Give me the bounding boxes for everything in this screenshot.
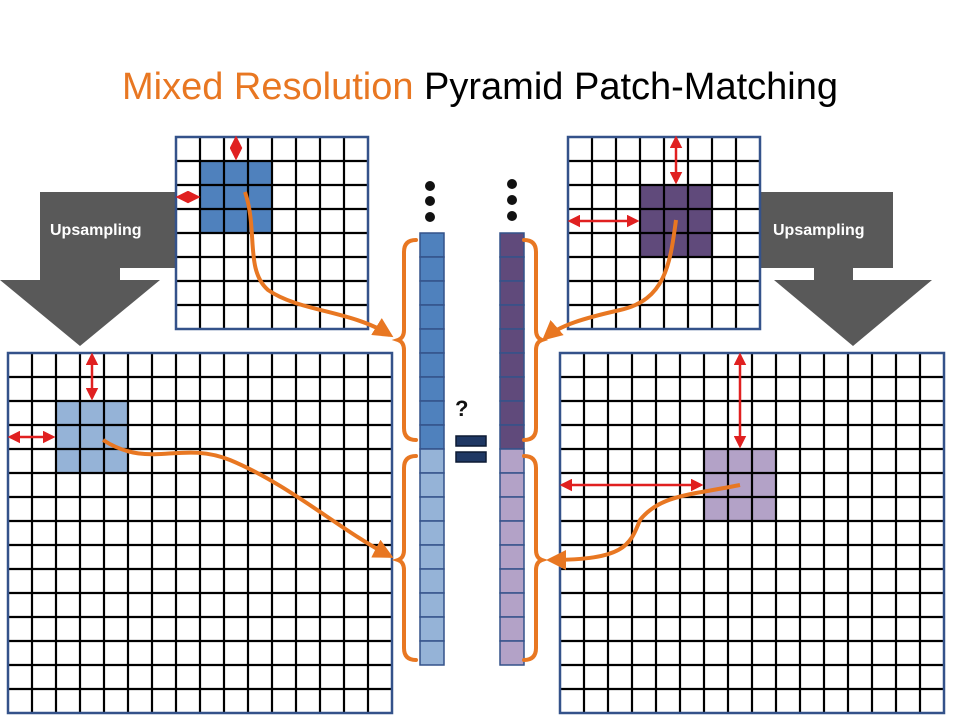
patch-top-left: [200, 161, 272, 233]
orange-arrow-top-right: [541, 219, 678, 341]
brace-right-upper: [522, 238, 549, 442]
ellipsis-right: [507, 179, 517, 221]
upsampling-arrow-left: [0, 192, 175, 346]
patch-bottom-left: [56, 401, 128, 473]
brace-left-upper: [391, 238, 418, 442]
vector-right: [499, 232, 525, 666]
brace-left-lower: [391, 454, 418, 662]
grid-top-right: [566, 135, 762, 331]
orange-arrow-top-left: [243, 191, 394, 338]
upsampling-label-left: Upsampling: [50, 222, 142, 239]
grid-bottom-right: [558, 351, 946, 715]
page-title: Mixed Resolution Pyramid Patch-Matching: [0, 66, 960, 109]
descriptor-vectors: [419, 232, 525, 666]
grid-lines: [6, 135, 946, 715]
grid-top-left: [174, 135, 370, 331]
orange-arrows: [101, 191, 741, 570]
upsampling-label-right: Upsampling: [773, 222, 865, 239]
orange-arrow-bottom-right: [546, 483, 741, 570]
brace-right-lower: [522, 454, 549, 662]
equals-sign: [455, 435, 487, 463]
grid-bottom-left: [6, 351, 394, 715]
upsampling-arrow-right: [760, 192, 932, 346]
ellipsis-left: [425, 181, 435, 222]
red-offset-arrows: [7, 135, 747, 492]
title-highlight: Mixed Resolution: [122, 66, 414, 108]
vector-left: [419, 232, 445, 666]
comparison-question-mark: ?: [455, 396, 469, 421]
title-rest: Pyramid Patch-Matching: [424, 66, 838, 108]
orange-arrow-bottom-left: [101, 438, 394, 558]
